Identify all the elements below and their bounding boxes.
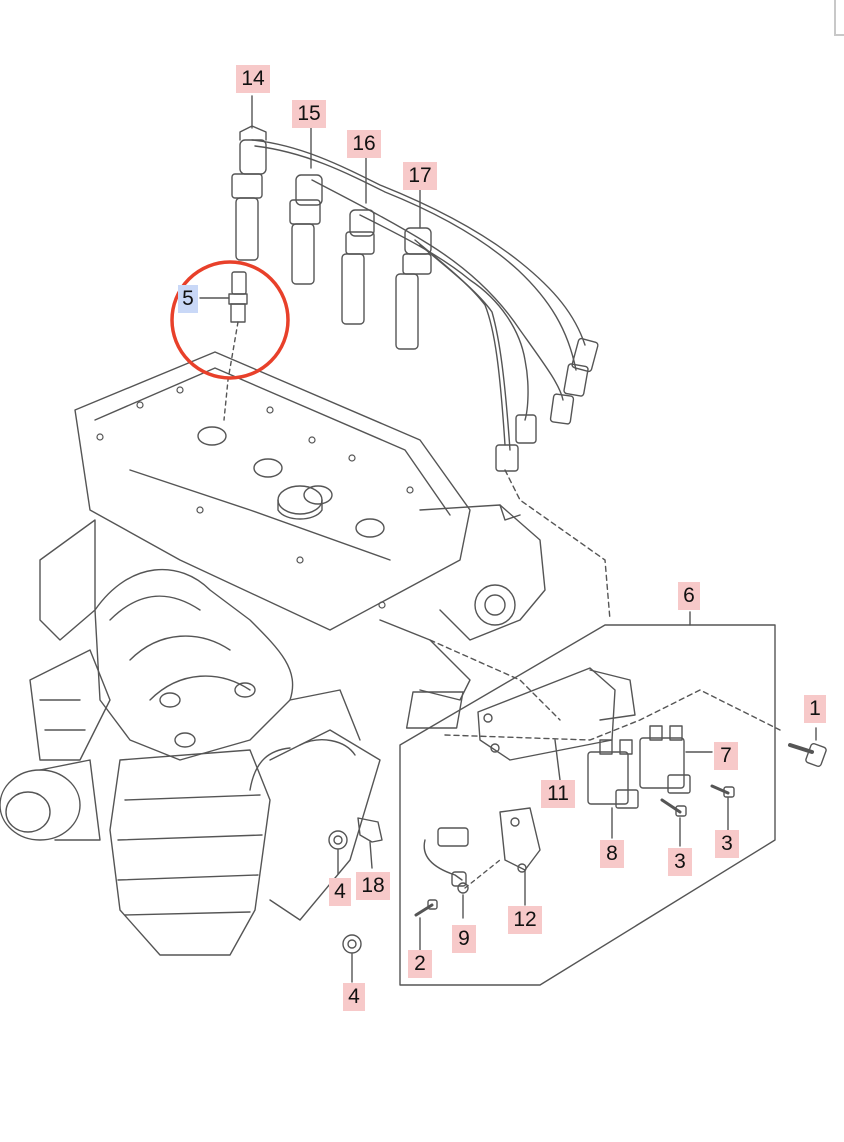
callout-3b: 3: [715, 830, 739, 858]
callout-1: 1: [804, 695, 826, 723]
callout-9: 9: [452, 925, 476, 953]
callout-4a: 4: [329, 878, 351, 906]
sensor-and-bracket: [423, 807, 541, 919]
callout-17: 17: [403, 162, 437, 190]
spark-plug: [199, 271, 248, 421]
callout-16: 16: [347, 130, 381, 158]
callout-3a: 3: [668, 848, 692, 876]
mounting-screws: [414, 727, 827, 951]
callout-4b: 4: [343, 983, 365, 1011]
red-circle-highlight: [170, 260, 290, 380]
spark-plug-cable-set: [231, 95, 599, 472]
callout-15: 15: [292, 100, 326, 128]
callout-7: 7: [714, 742, 738, 770]
callout-8: 8: [600, 840, 624, 868]
callout-6: 6: [678, 582, 700, 610]
callout-14: 14: [236, 65, 270, 93]
callout-11: 11: [541, 780, 575, 808]
callout-18: 18: [356, 872, 390, 900]
ignition-coil-assembly-frame: [399, 611, 776, 986]
callout-12: 12: [508, 906, 542, 934]
callout-2: 2: [408, 950, 432, 978]
nuts-and-clip: [328, 817, 383, 983]
scroll-corner-tab: [834, 0, 844, 36]
engine-assembly: [0, 351, 611, 956]
ignition-coils: [587, 725, 713, 839]
callout-5: 5: [178, 285, 198, 313]
